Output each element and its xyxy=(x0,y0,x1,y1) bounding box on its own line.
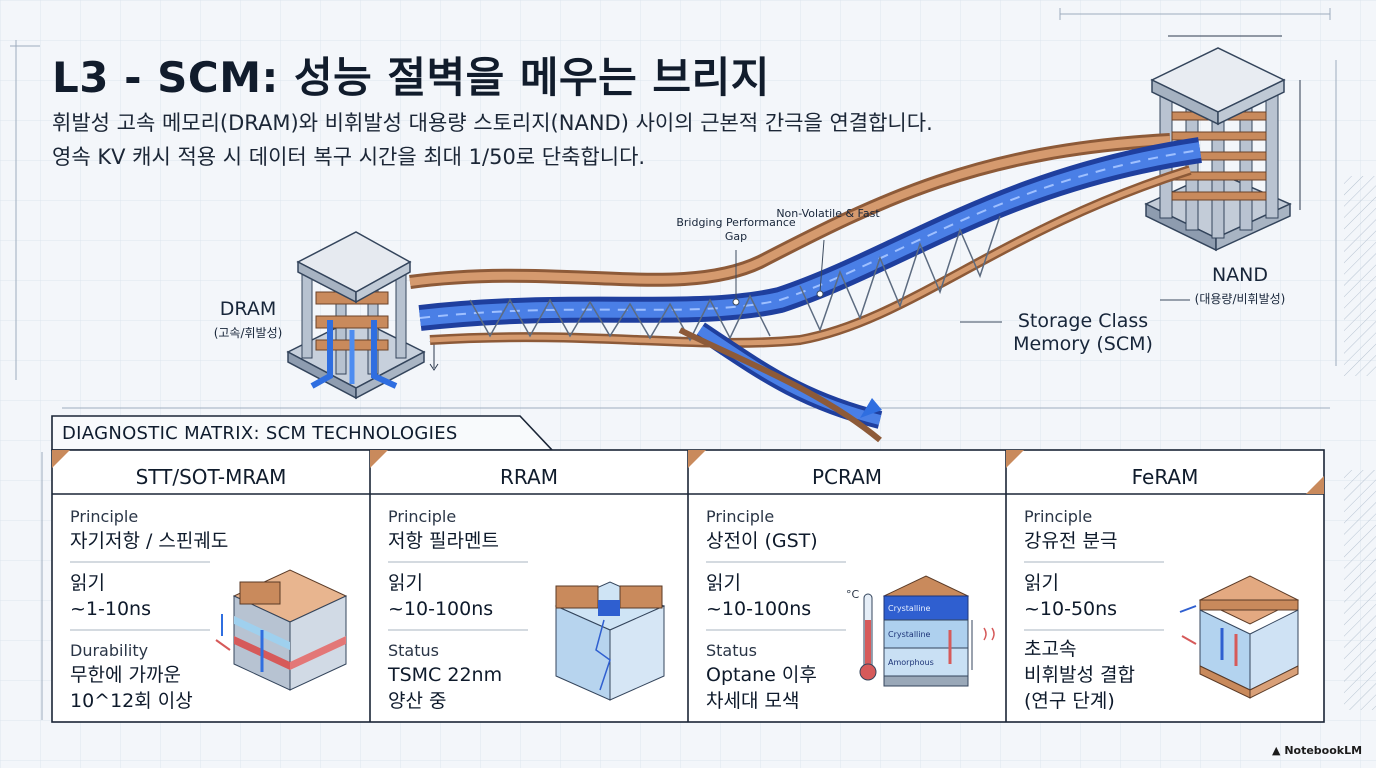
bridge-icon xyxy=(409,133,1202,443)
pcram-principle-value: 상전이 (GST) xyxy=(706,530,818,552)
mram-durability-label: Durability xyxy=(70,641,149,660)
pcram-layer-top: Crystalline xyxy=(888,604,931,613)
pcram-status-line2: 차세대 모색 xyxy=(706,690,800,712)
col-head-rram: RRAM xyxy=(500,465,558,489)
feram-note-line3: (연구 단계) xyxy=(1024,690,1115,712)
subtitle-line-2: 영속 KV 캐시 적용 시 데이터 복구 시간을 최대 1/50로 단축합니다. xyxy=(52,145,646,169)
pcram-read-value: ~10-100ns xyxy=(706,598,812,620)
pcram-thermo-unit: °C xyxy=(846,588,860,601)
col-head-feram: FeRAM xyxy=(1131,465,1199,489)
page-title: L3 - SCM: 성능 절벽을 메우는 브리지 xyxy=(52,53,770,102)
mram-durability-line2: 10^12회 이상 xyxy=(70,690,193,712)
feram-cube-icon xyxy=(1179,575,1300,699)
scm-label: Storage Class Memory (SCM) xyxy=(1013,310,1153,355)
page-subtitle: 휘발성 고속 메모리(DRAM)와 비휘발성 대용량 스토리지(NAND) 사이… xyxy=(52,106,933,174)
mram-principle-value: 자기저항 / 스핀궤도 xyxy=(70,530,229,552)
feram-note-line1: 초고속 xyxy=(1024,638,1077,660)
brand-name: NotebookLM xyxy=(1284,744,1363,757)
rram-principle-label: Principle xyxy=(388,507,457,526)
dram-label: DRAM xyxy=(219,298,277,320)
nand-label: NAND xyxy=(1211,264,1269,286)
rram-filament-icon xyxy=(554,581,666,701)
rram-principle-value: 저항 필라멘트 xyxy=(388,530,499,552)
matrix-title: DIAGNOSTIC MATRIX: SCM TECHNOLOGIES xyxy=(62,423,458,444)
pcram-layers-icon xyxy=(859,575,995,687)
pcram-status-line1: Optane 이후 xyxy=(706,664,817,686)
pcram-read-label: 읽기 xyxy=(706,572,741,594)
pcram-layer-mid: Crystalline xyxy=(888,630,931,639)
brand-logo-icon: ▲ xyxy=(1272,744,1281,757)
rram-status-line2: 양산 중 xyxy=(388,690,447,712)
dram-sublabel: (고속/휘발성) xyxy=(213,326,283,340)
feram-note-line2: 비휘발성 결합 xyxy=(1024,664,1135,686)
feram-principle-label: Principle xyxy=(1024,507,1093,526)
mram-durability-line1: 무한에 가까운 xyxy=(70,664,181,686)
pcram-layer-bottom: Amorphous xyxy=(888,658,934,667)
callout-bridging-gap: Bridging Performance Gap xyxy=(676,216,796,243)
nand-tower-icon xyxy=(1144,35,1301,252)
callout-non-volatile: Non-Volatile & Fast xyxy=(776,207,880,220)
nand-sublabel: (대용량/비휘발성) xyxy=(1194,292,1286,306)
mram-principle-label: Principle xyxy=(70,507,139,526)
dram-cube-icon xyxy=(286,231,439,400)
feram-read-label: 읽기 xyxy=(1024,572,1059,594)
col-head-mram: STT/SOT-MRAM xyxy=(135,465,287,489)
pcram-principle-label: Principle xyxy=(706,507,775,526)
subtitle-line-1: 휘발성 고속 메모리(DRAM)와 비휘발성 대용량 스토리지(NAND) 사이… xyxy=(52,111,933,135)
mram-read-value: ~1-10ns xyxy=(70,598,151,620)
pcram-status-label: Status xyxy=(706,641,757,660)
feram-principle-value: 강유전 분극 xyxy=(1024,530,1118,552)
feram-read-value: ~10-50ns xyxy=(1024,598,1118,620)
mram-stack-icon xyxy=(215,569,348,691)
hatch-panel xyxy=(1344,176,1376,376)
rram-status-label: Status xyxy=(388,641,439,660)
rram-status-line1: TSMC 22nm xyxy=(388,664,503,686)
rram-read-value: ~10-100ns xyxy=(388,598,494,620)
col-head-pcram: PCRAM xyxy=(811,465,883,489)
rram-read-label: 읽기 xyxy=(388,572,423,594)
mram-read-label: 읽기 xyxy=(70,572,105,594)
brand-watermark: ▲ NotebookLM xyxy=(1272,744,1362,757)
